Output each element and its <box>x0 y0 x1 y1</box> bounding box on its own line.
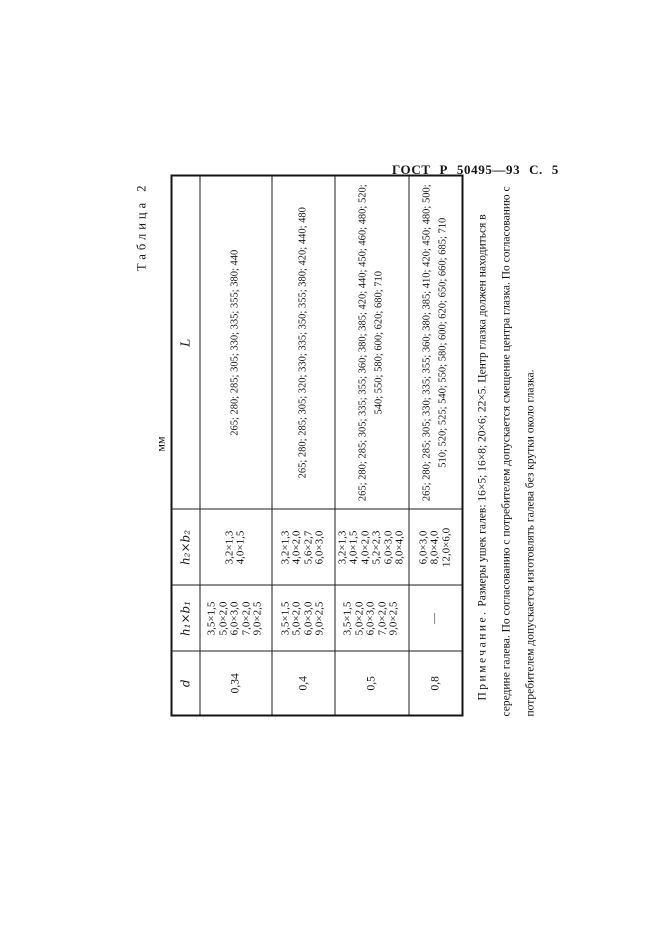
cell-h1b1: 3,5×1,5 5,0×2,0 6,0×3,0 9,0×2,5 <box>271 585 335 652</box>
col-header-h2b2: h₂×b₂ <box>171 509 200 586</box>
page-header: ГОСТ Р 50495—93 С. 5 <box>392 162 559 177</box>
cell-L: 265; 280; 285; 305; 320; 330; 335; 350; … <box>271 175 335 510</box>
table-header-row: d h₁×b₁ h₂×b₂ L <box>171 175 200 716</box>
rotated-table-block: Таблица 2 мм d h₁×b₁ h₂×b₂ L 0,34 3,5×1,… <box>134 172 537 717</box>
cell-d: 0,34 <box>199 651 272 716</box>
units-label: мм <box>153 436 168 452</box>
col-header-L: L <box>171 175 200 510</box>
cell-h1b1: 3,5×1,5 5,0×2,0 6,0×3,0 7,0×2,0 9,0×2,5 <box>334 585 409 652</box>
cell-L: 265; 280; 285; 305; 335; 355; 360; 380; … <box>334 175 409 510</box>
cell-h2b2: 3,2×1,3 4,0×2,0 5,6×2,7 6,0×3,0 <box>271 509 335 586</box>
cell-L: 265; 280; 285; 305; 330; 335; 355; 380; … <box>199 175 272 510</box>
cell-d: 0,8 <box>408 651 463 716</box>
col-header-h1b1: h₁×b₁ <box>171 585 200 652</box>
cell-d: 0,4 <box>271 651 335 716</box>
col-header-d: d <box>171 651 200 716</box>
cell-d: 0,5 <box>334 651 409 716</box>
note-label: Примечание. <box>476 609 489 701</box>
table-row: 0,34 3,5×1,5 5,0×2,0 6,0×3,0 7,0×2,0 9,0… <box>199 175 272 716</box>
table-note: Примечание. Размеры ушек галев: 16×5; 16… <box>471 179 543 716</box>
table-row: 0,8 — 6,0×3,0 8,0×4,0 12,0×6,0 265; 280;… <box>408 175 463 716</box>
cell-L: 265; 280; 285; 305; 330; 335; 355; 360; … <box>408 175 463 510</box>
cell-h2b2: 6,0×3,0 8,0×4,0 12,0×6,0 <box>408 509 463 586</box>
table-caption: Таблица 2 <box>134 181 149 271</box>
cell-h1b1: — <box>408 585 463 652</box>
table-row: 0,5 3,5×1,5 5,0×2,0 6,0×3,0 7,0×2,0 9,0×… <box>334 175 409 716</box>
dimensions-table: d h₁×b₁ h₂×b₂ L 0,34 3,5×1,5 5,0×2,0 6,0… <box>170 174 464 717</box>
cell-h2b2: 3,2×1,3 4,0×1,5 <box>199 509 272 586</box>
cell-h1b1: 3,5×1,5 5,0×2,0 6,0×3,0 7,0×2,0 9,0×2,5 <box>199 585 272 652</box>
table-row: 0,4 3,5×1,5 5,0×2,0 6,0×3,0 9,0×2,5 3,2×… <box>271 175 335 716</box>
cell-h2b2: 3,2×1,3 4,0×1,5 4,0×2,0 5,2×2,3 6,0×3,0 … <box>334 509 409 586</box>
